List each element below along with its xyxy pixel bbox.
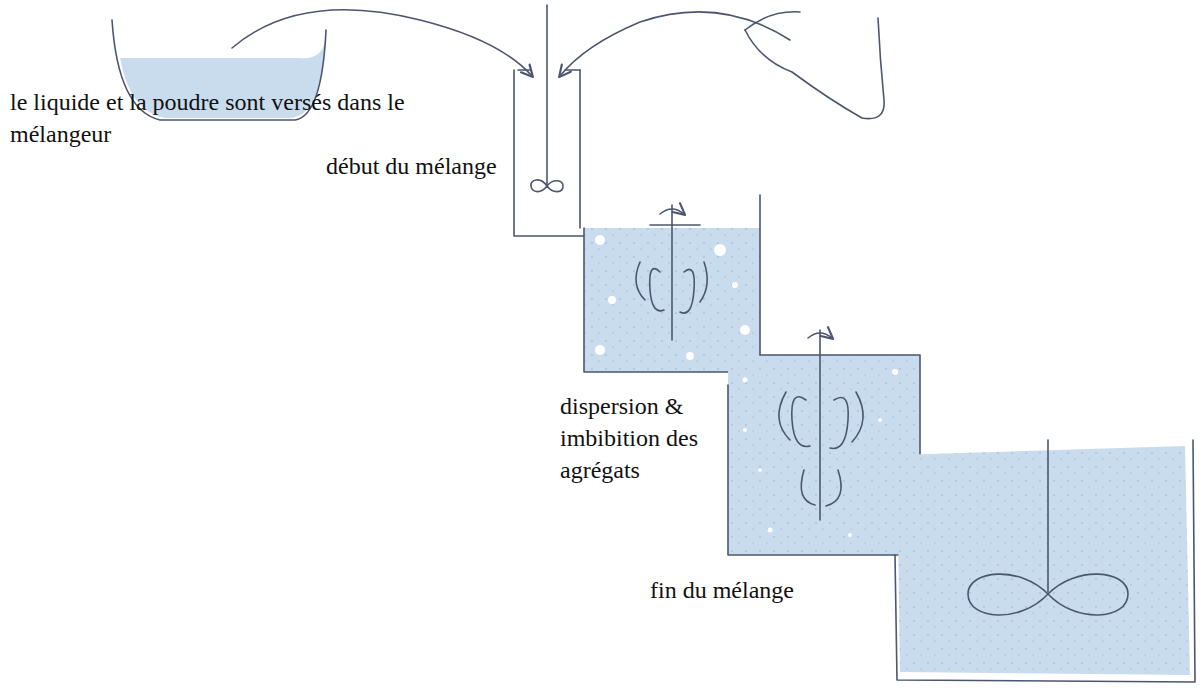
mixer-vessel bbox=[584, 195, 760, 372]
impeller bbox=[968, 574, 1128, 615]
mixer-shaft bbox=[819, 330, 821, 520]
mixer-rim bbox=[518, 69, 580, 71]
rotation-arrow bbox=[808, 333, 832, 338]
mixture bbox=[728, 355, 920, 555]
mixer-shaft bbox=[1047, 440, 1049, 592]
flow-swirl bbox=[636, 262, 707, 313]
mixer-vessel bbox=[895, 440, 1195, 682]
step-label: le liquide et la poudre sont versés dans… bbox=[10, 86, 430, 150]
pour-arrow bbox=[560, 12, 790, 76]
step-label: dispersion & imbibition des agrégats bbox=[560, 390, 724, 486]
dispersed-aggregates bbox=[743, 369, 903, 537]
powder-sack bbox=[745, 18, 884, 119]
mixer-shaft bbox=[671, 205, 673, 340]
step-label: début du mélange bbox=[326, 150, 497, 182]
mixture bbox=[897, 446, 1190, 675]
flow-swirl bbox=[779, 392, 863, 506]
mixer-vessel bbox=[728, 355, 920, 555]
mixer-rim bbox=[650, 224, 700, 226]
impeller bbox=[531, 180, 563, 192]
mixer-vessel bbox=[514, 70, 600, 236]
rotation-arrow bbox=[660, 209, 684, 214]
step-label: fin du mélange bbox=[650, 574, 794, 606]
pour-arrow bbox=[232, 10, 532, 76]
mixer-shaft bbox=[546, 5, 548, 186]
